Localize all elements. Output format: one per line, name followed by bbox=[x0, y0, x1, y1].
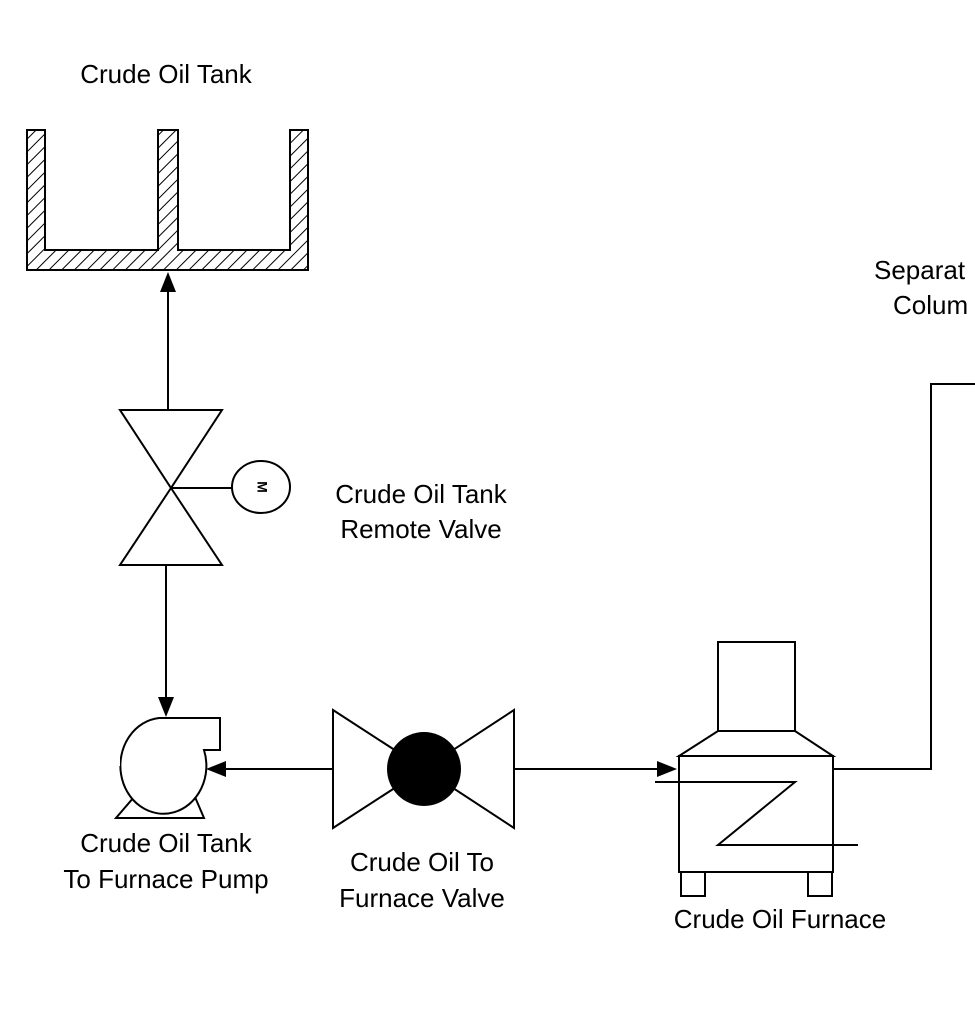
crude-oil-tank-to-furnace-pump[interactable] bbox=[110, 717, 221, 819]
flow-line-valve-to-pump-suction bbox=[206, 761, 333, 777]
motor-actuator-icon bbox=[231, 460, 291, 514]
crude-oil-to-furnace-valve[interactable] bbox=[332, 708, 515, 830]
valve-left-triangle bbox=[332, 708, 426, 830]
crude-oil-tank-remote-valve[interactable]: M bbox=[118, 409, 291, 566]
pump-casing bbox=[119, 717, 221, 815]
crude-oil-furnace[interactable] bbox=[655, 641, 858, 897]
flow-line-furnace-to-column bbox=[833, 383, 975, 770]
pump-label-line2: To Furnace Pump bbox=[63, 864, 268, 894]
separation-column-label-line1: Separat bbox=[874, 255, 966, 285]
crude-oil-tank[interactable]: Crude Oil Tank bbox=[26, 59, 309, 271]
valve-upper-triangle bbox=[118, 409, 224, 490]
tank-hatched-wall bbox=[26, 129, 309, 271]
furnace-valve-label-line1: Crude Oil To bbox=[350, 847, 494, 877]
valve-lower-triangle bbox=[118, 486, 224, 566]
motor-symbol: M bbox=[254, 481, 270, 493]
remote-valve-label-line1: Crude Oil Tank bbox=[335, 479, 507, 509]
furnace-foot-left bbox=[680, 871, 706, 897]
ball-valve-icon bbox=[387, 732, 461, 806]
flow-line-valve-to-tank bbox=[160, 272, 176, 410]
heating-coil-icon bbox=[655, 781, 858, 846]
furnace-label: Crude Oil Furnace bbox=[674, 904, 886, 934]
furnace-stack bbox=[717, 641, 796, 732]
pump-label-line1: Crude Oil Tank bbox=[80, 828, 252, 858]
remote-valve-label-line2: Remote Valve bbox=[340, 514, 501, 544]
flow-line-valve-to-furnace bbox=[514, 761, 677, 777]
furnace-valve-label-line2: Furnace Valve bbox=[339, 883, 505, 913]
separation-column-label-line2: Colum bbox=[893, 290, 968, 320]
furnace-hood bbox=[675, 730, 837, 757]
flow-line-valve-to-pump bbox=[158, 565, 174, 717]
furnace-foot-right bbox=[807, 871, 833, 897]
crude-oil-tank-label: Crude Oil Tank bbox=[80, 59, 252, 89]
